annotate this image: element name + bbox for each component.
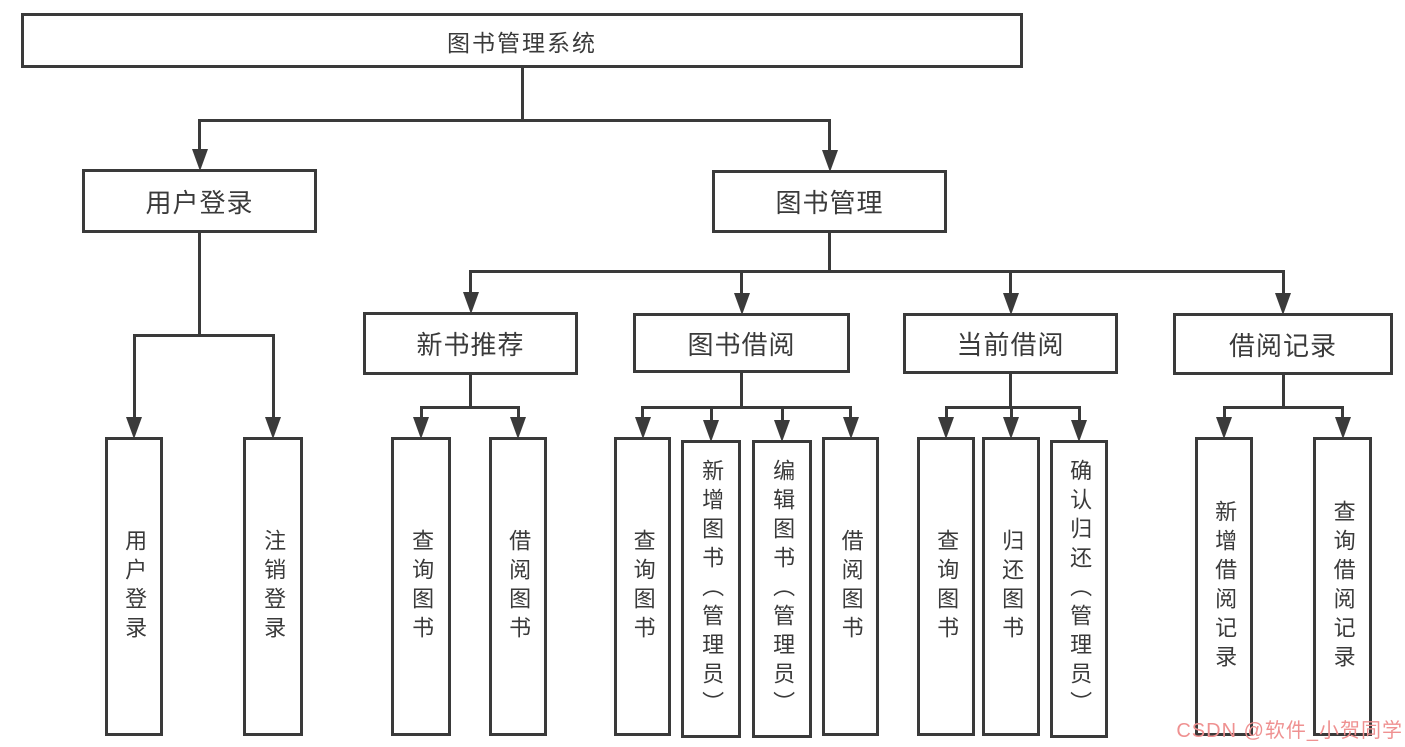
connector-segment <box>132 335 136 427</box>
arrow-down-icon <box>733 293 750 315</box>
connector-segment <box>740 271 743 303</box>
arrow-down-icon <box>191 149 208 171</box>
arrow-down-icon <box>774 420 790 442</box>
arrow-down-icon <box>1003 417 1019 439</box>
box-label-leaf-nb-borrow: 借阅图书 <box>506 528 532 645</box>
connector-segment <box>1077 407 1081 430</box>
box-label-user-login: 用户登录 <box>145 187 254 218</box>
connector-segment <box>740 371 743 409</box>
diagram-box-leaf-bb-add: 新增图书（管理员） <box>681 440 741 738</box>
connector-segment <box>419 405 520 409</box>
box-label-root: 图书管理系统 <box>447 29 597 56</box>
diagram-box-leaf-bb-query: 查询图书 <box>614 437 671 736</box>
diagram-box-user-login: 用户登录 <box>82 169 317 233</box>
diagram-box-root: 图书管理系统 <box>21 13 1023 68</box>
arrow-down-icon <box>510 417 526 439</box>
connector-segment <box>1009 271 1012 303</box>
connector-segment <box>469 271 472 302</box>
diagram-box-leaf-cb-query: 查询图书 <box>917 437 975 736</box>
box-label-leaf-logout: 注销登录 <box>261 528 287 645</box>
diagram-box-leaf-nb-borrow: 借阅图书 <box>489 437 547 736</box>
diagram-box-leaf-br-add: 新增借阅记录 <box>1195 437 1253 736</box>
diagram-box-leaf-bb-borrow: 借阅图书 <box>822 437 879 736</box>
box-label-book-mgmt: 图书管理 <box>775 188 884 218</box>
diagram-box-book-borrow: 图书借阅 <box>633 313 850 373</box>
arrow-down-icon <box>703 420 719 442</box>
connector-segment <box>780 407 784 430</box>
arrow-down-icon <box>1002 293 1019 315</box>
box-label-leaf-user-login: 用户登录 <box>122 528 148 645</box>
diagram-box-leaf-user-login: 用户登录 <box>105 437 163 736</box>
arrow-down-icon <box>1071 420 1087 442</box>
arrow-down-icon <box>265 417 281 439</box>
connector-segment <box>641 405 852 409</box>
box-label-leaf-bb-edit: 编辑图书（管理员） <box>770 458 796 720</box>
box-label-borrow-records: 借阅记录 <box>1228 330 1337 361</box>
diagram-box-leaf-logout: 注销登录 <box>243 437 303 736</box>
box-label-leaf-bb-borrow: 借阅图书 <box>838 528 864 645</box>
box-label-leaf-br-query: 查询借阅记录 <box>1330 499 1356 674</box>
connector-segment <box>1222 405 1344 409</box>
box-label-current-borrow: 当前借阅 <box>956 330 1065 360</box>
box-label-leaf-cb-return: 归还图书 <box>999 528 1025 645</box>
box-label-book-borrow: 图书借阅 <box>687 329 796 360</box>
arrow-down-icon <box>126 417 142 439</box>
arrow-down-icon <box>1334 417 1351 439</box>
diagram-box-book-mgmt: 图书管理 <box>712 170 947 233</box>
diagram-box-new-book-rec: 新书推荐 <box>363 312 578 375</box>
diagram-box-borrow-records: 借阅记录 <box>1173 313 1393 375</box>
connector-segment <box>1281 271 1285 303</box>
diagram-box-leaf-cb-return: 归还图书 <box>982 437 1040 736</box>
diagram-box-leaf-nb-query: 查询图书 <box>391 437 451 736</box>
arrow-down-icon <box>634 417 651 439</box>
connector-segment <box>271 335 275 427</box>
connector-segment <box>520 66 524 122</box>
connector-segment <box>469 269 1285 273</box>
connector-segment <box>198 118 831 122</box>
arrow-down-icon <box>821 150 838 172</box>
connector-segment <box>198 120 201 159</box>
connector-segment <box>198 231 201 337</box>
box-label-leaf-bb-query: 查询图书 <box>630 528 656 645</box>
box-label-leaf-bb-add: 新增图书（管理员） <box>699 458 725 720</box>
box-label-leaf-cb-confirm: 确认归还（管理员） <box>1067 458 1093 720</box>
box-label-leaf-br-add: 新增借阅记录 <box>1212 499 1238 674</box>
diagram-box-leaf-cb-confirm: 确认归还（管理员） <box>1050 440 1108 738</box>
connector-segment <box>944 405 1081 409</box>
box-label-leaf-nb-query: 查询图书 <box>409 528 435 645</box>
box-label-new-book-rec: 新书推荐 <box>416 330 525 360</box>
connector-segment <box>1009 372 1012 409</box>
connector-segment <box>828 120 831 160</box>
connector-segment <box>1281 373 1285 409</box>
csdn-watermark: CSDN @软件_小贺同学 <box>1176 720 1403 742</box>
diagram-box-leaf-br-query: 查询借阅记录 <box>1313 437 1372 736</box>
arrow-down-icon <box>462 292 479 314</box>
connector-segment <box>828 231 831 273</box>
diagram-box-leaf-bb-edit: 编辑图书（管理员） <box>752 440 812 738</box>
box-label-leaf-cb-query: 查询图书 <box>934 528 960 645</box>
arrow-down-icon <box>413 417 429 439</box>
arrow-down-icon <box>938 417 954 439</box>
arrow-down-icon <box>1275 293 1291 315</box>
arrow-down-icon <box>1216 417 1232 439</box>
connector-segment <box>469 373 472 409</box>
connector-segment <box>132 333 275 337</box>
diagram-box-current-borrow: 当前借阅 <box>903 313 1118 374</box>
connector-segment <box>709 407 713 430</box>
arrow-down-icon <box>842 417 859 439</box>
